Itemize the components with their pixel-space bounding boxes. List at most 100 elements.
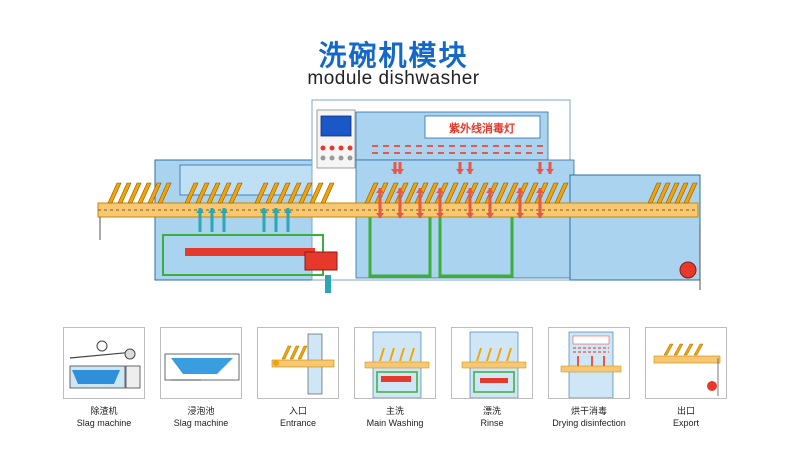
wash-spray-arrow-down-head [516, 213, 524, 218]
dish-rack [228, 182, 243, 204]
dish-rack [544, 182, 559, 204]
page-title: 洗碗机模块 [318, 39, 469, 72]
module-caption-en: Drying disinfection [552, 418, 626, 428]
wash-spray-arrow-up-head [516, 188, 524, 193]
control-button [320, 155, 326, 161]
control-button [329, 145, 335, 151]
rinse-icon [461, 331, 527, 398]
dish-rack [147, 182, 162, 204]
dish-rack [265, 182, 280, 204]
control-screen [320, 115, 352, 137]
dish-rack [404, 182, 419, 204]
soak-spray-arrow-head [272, 208, 280, 213]
spray-arrows [196, 162, 554, 232]
dish-rack [309, 182, 324, 204]
dish-rack [647, 182, 662, 204]
module-drying-disinfection [548, 327, 630, 399]
wash-spray-arrow-up-head [536, 188, 544, 193]
page-subtitle: module dishwasher [307, 68, 480, 89]
dish-rack [184, 182, 199, 204]
wash-spray-arrow-down-head [466, 213, 474, 218]
dish-rack [474, 182, 489, 204]
wash-spray-arrow-up-head [416, 188, 424, 193]
module-soak-tank [160, 327, 242, 399]
module-main-washing [354, 327, 436, 399]
dish-rack [195, 182, 210, 204]
dish-rack [683, 182, 698, 204]
wash-spray-arrow-up-head [376, 188, 384, 193]
wash-spray-arrow-down-head [486, 213, 494, 218]
wash-spray-arrow-down-head [536, 213, 544, 218]
wash-spray-arrow-up-head [486, 188, 494, 193]
dish-rack [444, 182, 459, 204]
wash-spray-arrow-down-head [396, 213, 404, 218]
uv-lines [372, 145, 548, 154]
dish-rack [206, 182, 221, 204]
soak-spray-arrow-head [196, 208, 204, 213]
exit-section [569, 174, 701, 281]
module-caption-cn: 出口 [676, 407, 695, 417]
module-caption-en: Main Washing [366, 418, 424, 428]
export-icon [653, 343, 721, 396]
uv-arrow-head [456, 169, 464, 174]
uv-arrow-head [536, 169, 544, 174]
wash-spray-arrow-up-head [396, 188, 404, 193]
control-button [329, 155, 335, 161]
dish-rack [665, 182, 680, 204]
module-caption-en: Slag machine [76, 418, 132, 428]
module-entrance [257, 327, 339, 399]
dish-rack [524, 182, 539, 204]
module-caption-en: Slag machine [173, 418, 229, 428]
wash-spray-arrow-down-head [436, 213, 444, 218]
wash-spray-arrow-up-head [436, 188, 444, 193]
wash-spray-arrow-down-head [416, 213, 424, 218]
module-export [645, 327, 727, 399]
wash-spray-arrow-down-head [376, 213, 384, 218]
entrance-icon [271, 333, 335, 395]
uv-lamp-box [424, 115, 541, 139]
module-caption-en: Export [672, 418, 699, 428]
soak-tank-icon [164, 353, 240, 381]
module-caption-cn: 入口 [288, 407, 307, 417]
dish-rack [107, 182, 122, 204]
dish-rack [217, 182, 232, 204]
exit-motor [679, 261, 697, 279]
dish-racks [107, 182, 698, 204]
dish-rack [364, 182, 379, 204]
drying-icon [560, 331, 622, 398]
pump-pipe [185, 248, 315, 256]
dish-rack [656, 182, 671, 204]
uv-arrow-head [466, 169, 474, 174]
dish-rack [454, 182, 469, 204]
dish-rack [504, 182, 519, 204]
soak-spray-arrow-head [220, 208, 228, 213]
control-button [347, 155, 353, 161]
pump [304, 251, 338, 271]
control-button [338, 145, 344, 151]
dish-rack [298, 182, 313, 204]
cabinet-body [355, 159, 575, 279]
control-button [338, 155, 344, 161]
module-slag-machine [63, 327, 145, 399]
dish-rack [137, 182, 152, 204]
dish-rack [276, 182, 291, 204]
module-caption-cn: 烘干消毒 [570, 407, 607, 417]
dish-rack [384, 182, 399, 204]
dish-rack [320, 182, 335, 204]
slag-machine-icon [69, 340, 141, 389]
dish-rack [494, 182, 509, 204]
drain-pipe [325, 275, 331, 293]
control-button [320, 145, 326, 151]
uv-arrow-head [396, 169, 404, 174]
main-washing-icon [364, 331, 430, 398]
uv-lamp-label: 紫外线消毒灯 [449, 121, 515, 135]
dishwasher-diagram: 紫外线消毒灯 [97, 99, 701, 293]
dish-rack [117, 182, 132, 204]
soak-spray-arrow-head [284, 208, 292, 213]
soak-spray-arrow-head [260, 208, 268, 213]
module-caption-cn: 主洗 [385, 407, 404, 417]
module-caption-en: Rinse [480, 418, 504, 428]
module-caption-en: Entrance [279, 418, 317, 428]
dish-rack [127, 182, 142, 204]
control-button [347, 145, 353, 151]
